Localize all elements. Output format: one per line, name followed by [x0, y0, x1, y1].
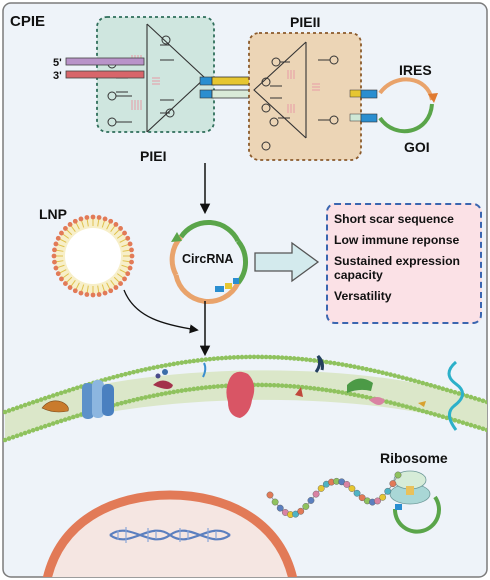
piei-label: PIEI — [140, 148, 166, 164]
arrow-to-benefits — [254, 241, 320, 283]
figure-title: CPIE — [10, 13, 45, 30]
lnp-icon — [51, 214, 135, 298]
ires-label: IRES — [399, 62, 432, 78]
five-prime-strand — [65, 57, 145, 66]
circrna-label: CircRNA — [182, 252, 233, 266]
benefit-item: Low immune reponse — [334, 233, 460, 247]
arrow-lnp-to-cell — [123, 289, 199, 334]
benefit-item: Sustained expression capacity — [334, 254, 460, 282]
goi-label: GOI — [404, 139, 430, 155]
benefit-item: Versatility — [334, 289, 392, 303]
circrna-ring — [169, 219, 249, 304]
five-prime-label: 5' — [53, 57, 62, 69]
peptide-chain — [266, 471, 402, 518]
pieii-label: PIEII — [290, 14, 320, 30]
benefit-item: Short scar sequence — [334, 212, 454, 226]
three-prime-label: 3' — [53, 70, 62, 82]
membrane-protein-icon — [41, 354, 464, 431]
ires-goi-insert — [360, 77, 438, 134]
pieii-construct — [248, 32, 362, 161]
ribosome-icon — [389, 470, 441, 534]
three-prime-strand — [65, 70, 145, 79]
piei-construct — [96, 16, 215, 133]
benefits-box: Short scar sequence Low immune reponse S… — [326, 203, 482, 324]
lnp-label: LNP — [39, 206, 67, 222]
nucleus — [40, 490, 300, 577]
ribosome-label: Ribosome — [380, 450, 448, 466]
dna-helix-icon — [109, 527, 231, 543]
